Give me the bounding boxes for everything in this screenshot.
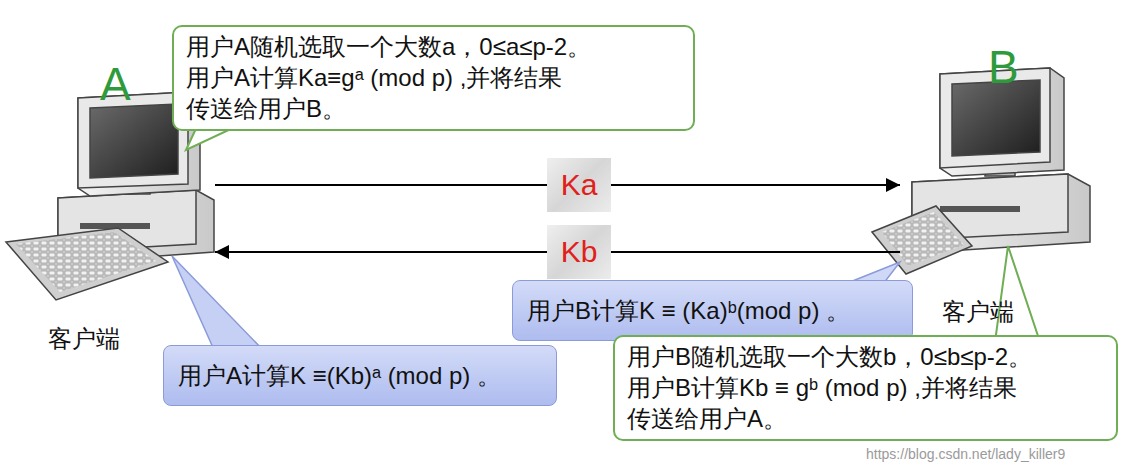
host-caption: 客户端 bbox=[48, 325, 120, 354]
host-letter: B bbox=[988, 44, 1019, 90]
watermark: https://blog.csdn.net/lady_killer9 bbox=[866, 446, 1065, 462]
client-computer: B 客户端 bbox=[900, 40, 1105, 330]
callout-box: 用户B随机选取一个大数b，0≤b≤p-2。用户B计算Kb ≡ gᵇ (mod p… bbox=[613, 335, 1118, 441]
callout-text: 用户B计算K ≡ (Ka)ᵇ(mod p) 。 bbox=[527, 295, 898, 326]
host-caption: 客户端 bbox=[942, 298, 1014, 327]
callout-tail bbox=[172, 256, 265, 352]
callout-tail bbox=[995, 246, 1040, 342]
callout-text: 用户A计算K ≡(Kb)ᵃ (mod p) 。 bbox=[178, 360, 542, 391]
callout-box: 用户B计算K ≡ (Ka)ᵇ(mod p) 。 bbox=[512, 280, 913, 341]
callout-text: 用户B计算Kb ≡ gᵇ (mod p) ,并将结果 传送给用户A。 bbox=[627, 372, 1104, 434]
callout-text: 用户B随机选取一个大数b，0≤b≤p-2。 bbox=[627, 341, 1104, 372]
key-label: Ka bbox=[547, 158, 612, 212]
callout-box: 用户A随机选取一个大数a，0≤a≤p-2。用户A计算Ka≡gᵃ (mod p) … bbox=[172, 25, 695, 131]
callout-text: 用户A计算Ka≡gᵃ (mod p) ,并将结果 传送给用户B。 bbox=[186, 62, 681, 124]
callout-box: 用户A计算K ≡(Kb)ᵃ (mod p) 。 bbox=[163, 345, 557, 406]
host-letter: A bbox=[100, 61, 131, 107]
computer-b-illustration bbox=[872, 68, 1090, 274]
key-label: Kb bbox=[547, 225, 612, 279]
callout-text: 用户A随机选取一个大数a，0≤a≤p-2。 bbox=[186, 31, 681, 62]
